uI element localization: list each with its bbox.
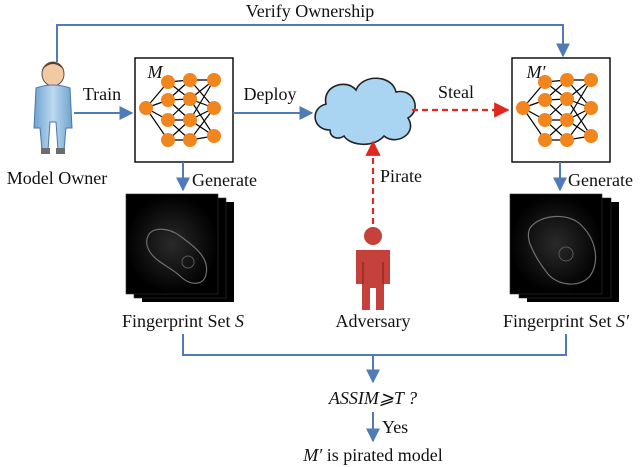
neural-network-icon [139, 73, 221, 147]
model-owner-label: Model Owner [7, 168, 107, 188]
cloud-icon [314, 77, 416, 146]
generate-right-label: Generate [568, 170, 633, 190]
generate-left-label: Generate [192, 170, 257, 190]
train-label: Train [83, 84, 121, 104]
yes-label: Yes [382, 417, 408, 437]
deploy-label: Deploy [244, 84, 297, 104]
adversary-figure [356, 227, 390, 310]
fingerprint-set-right-label: Fingerprint Set S′ [503, 311, 630, 331]
result-text: is pirated model [322, 445, 442, 465]
adversary-label: Adversary [336, 311, 411, 331]
assim-condition: ASSIM⩾T ? [328, 388, 417, 408]
fingerprint-set-left-label: Fingerprint Set S [122, 311, 244, 331]
model-owner-figure [33, 61, 73, 154]
fingerprint-set-right-prefix: Fingerprint Set [503, 311, 616, 331]
fingerprint-set-left-var: S [235, 311, 244, 331]
fingerprint-set-right-var: S′ [616, 311, 630, 331]
person-icon [356, 227, 390, 310]
result-var: M′ [302, 445, 323, 465]
person-icon [33, 61, 73, 154]
pirated-model-box: M′ [511, 57, 611, 163]
pirate-label: Pirate [380, 166, 422, 186]
steal-label: Steal [438, 82, 474, 102]
verify-ownership-arrow [56, 24, 570, 62]
verify-ownership-label: Verify Ownership [246, 1, 374, 21]
original-model-label: M [147, 62, 164, 82]
fingerprint-set-left-prefix: Fingerprint Set [122, 311, 235, 331]
comparison-connector [182, 334, 567, 384]
fingerprint-set-left [125, 193, 234, 302]
result-label: M′ is pirated model [302, 445, 442, 465]
original-model-box: M [134, 57, 234, 163]
neural-network-icon [516, 73, 598, 147]
fingerprint-set-right [509, 193, 619, 302]
